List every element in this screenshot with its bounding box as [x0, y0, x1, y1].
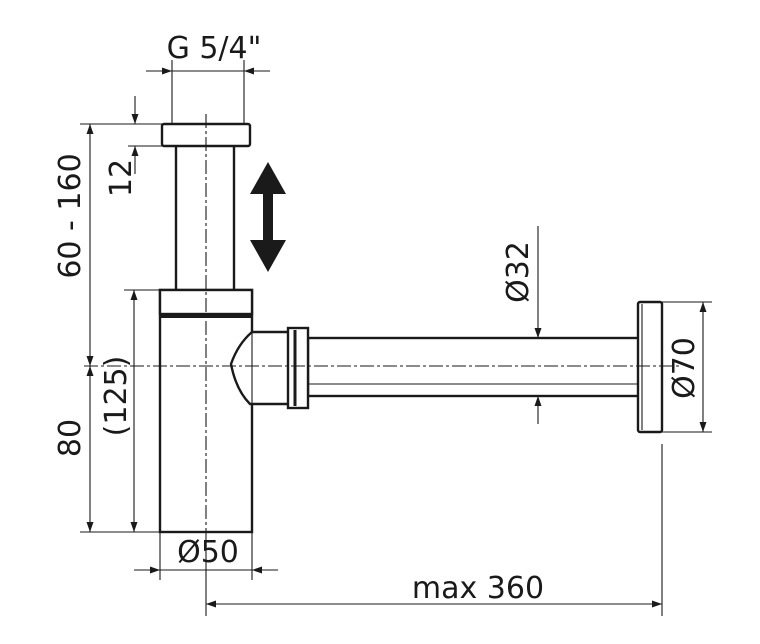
flange-diameter-label: Ø70	[667, 337, 702, 399]
outlet-center-label: (125)	[99, 356, 134, 437]
elbow	[229, 330, 294, 406]
cap-height-label: 12	[104, 159, 139, 197]
thread-label: G 5/4"	[167, 31, 262, 66]
outlet-pipe	[306, 336, 642, 398]
lower-height-label: 80	[53, 419, 88, 457]
dimension-labels: G 5/4" 60 - 160 12 80 (125) Ø32 Ø70 Ø50 …	[53, 31, 702, 606]
height-range-label: 60 - 160	[53, 153, 88, 278]
body-diameter-label: Ø50	[177, 535, 239, 570]
vertical-tube	[174, 142, 236, 294]
center-lines	[84, 114, 680, 546]
max-length-label: max 360	[412, 571, 544, 606]
dimension-lines	[80, 60, 712, 616]
siphon-parts	[158, 122, 664, 534]
wall-flange	[636, 300, 664, 434]
outlet-diameter-label: Ø32	[501, 241, 536, 303]
outlet-nut	[286, 326, 310, 410]
double-vertical-arrow-icon	[250, 162, 286, 272]
